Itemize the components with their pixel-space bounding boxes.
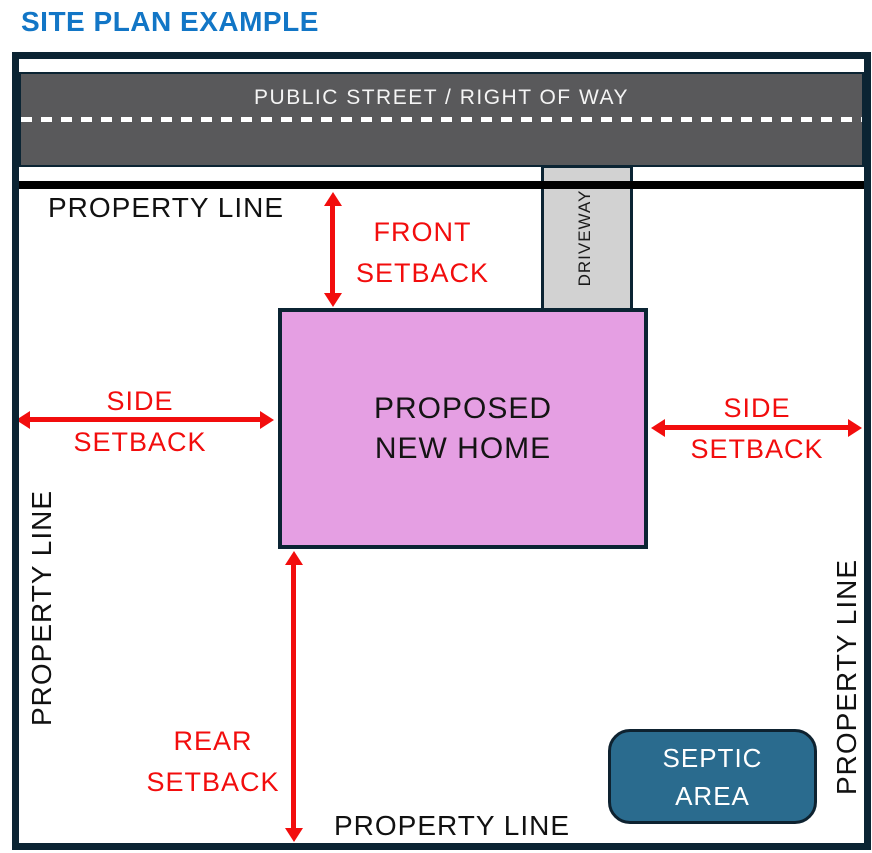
rear-setback-label: REAR SETBACK bbox=[146, 726, 280, 797]
page-title: SITE PLAN EXAMPLE bbox=[21, 6, 319, 37]
property-line-label-right: PROPERTY LINE bbox=[831, 558, 862, 795]
proposed-home-area: PROPOSED NEW HOME bbox=[278, 308, 648, 549]
front-property-line-bar bbox=[19, 181, 864, 189]
septic-area-label: SEPTIC AREA bbox=[662, 742, 763, 811]
property-line-label-left: PROPERTY LINE bbox=[26, 489, 57, 726]
property-line-label-bottom: PROPERTY LINE bbox=[334, 810, 571, 841]
side-setback-arrow-left bbox=[16, 410, 274, 429]
public-street-label: PUBLIC STREET / RIGHT OF WAY bbox=[254, 86, 629, 109]
street-center-dashed-line bbox=[21, 117, 862, 122]
side-setback-label-right: SIDE SETBACK bbox=[690, 393, 824, 464]
front-setback-label: FRONT SETBACK bbox=[355, 217, 490, 288]
side-setback-arrow-right bbox=[651, 418, 862, 437]
front-setback-arrow bbox=[323, 192, 342, 307]
side-setback-label-left: SIDE SETBACK bbox=[73, 386, 207, 457]
proposed-home-label: PROPOSED NEW HOME bbox=[373, 391, 553, 465]
rear-setback-arrow bbox=[284, 551, 303, 842]
property-line-label-top: PROPERTY LINE bbox=[48, 192, 285, 223]
septic-area: SEPTIC AREA bbox=[608, 729, 817, 824]
public-street-band: PUBLIC STREET / RIGHT OF WAY bbox=[19, 72, 864, 167]
